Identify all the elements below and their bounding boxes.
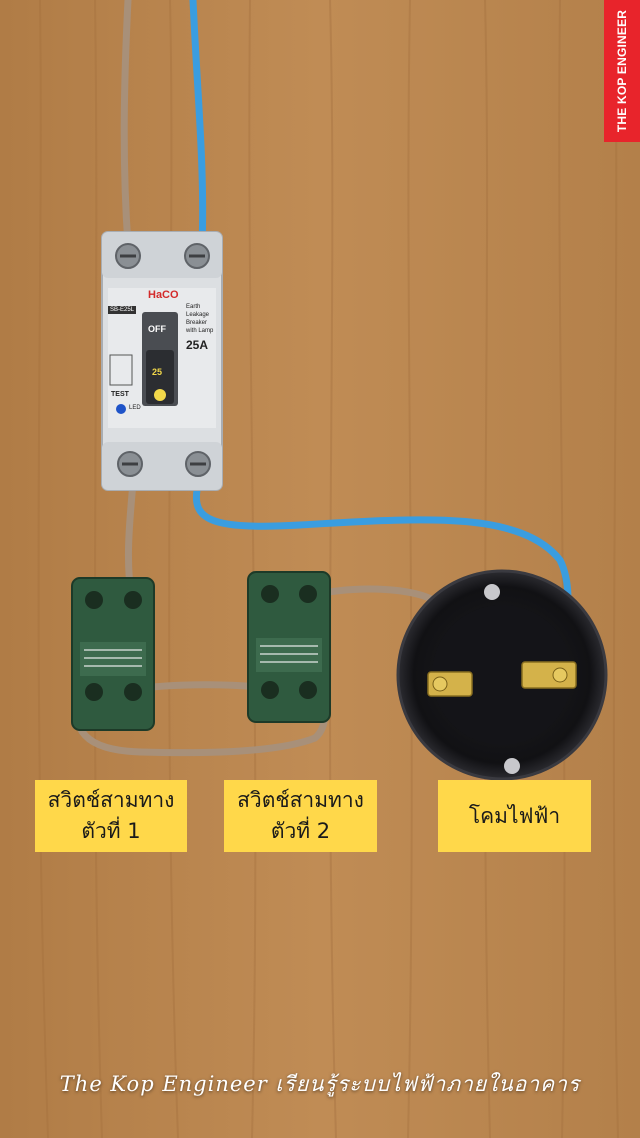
incoming-blue-wire — [189, 0, 207, 249]
lamp-socket — [396, 569, 608, 781]
mounting-hole-icon — [484, 584, 500, 600]
three-way-switch-2 — [247, 571, 331, 723]
breaker-rating: 25A — [186, 338, 209, 352]
label-lamp-text: โคมไฟฟ้า — [468, 803, 561, 828]
breaker-switch-state: OFF — [148, 324, 166, 334]
label-switch-1-text: สวิตช์สามทาง ตัวที่ 1 — [47, 788, 175, 843]
three-way-switch-1 — [71, 577, 155, 731]
label-lamp: โคมไฟฟ้า — [438, 780, 591, 852]
breaker-model: SB-E25L — [108, 306, 137, 314]
video-caption: The Kop Engineer เรียนรู้ระบบไฟฟ้าภายในอ… — [59, 1072, 581, 1096]
terminal-screw-icon — [552, 667, 568, 683]
label-switch-2-text: สวิตช์สามทาง ตัวที่ 2 — [237, 788, 364, 843]
terminal-screw-icon — [432, 676, 448, 692]
label-switch-1: สวิตช์สามทาง ตัวที่ 1 — [35, 780, 187, 852]
breaker-led-label: LED — [129, 405, 141, 411]
breaker-brand: HaCO — [148, 289, 179, 301]
breaker-description: Earth Leakage Breaker with Lamp — [186, 304, 214, 334]
incoming-brown-wire — [120, 0, 132, 249]
rcbo-breaker — [101, 231, 223, 491]
brand-tab: THE KOP ENGINEER — [604, 0, 640, 142]
breaker-switch-number: 25 — [152, 367, 163, 377]
breaker-toggle — [146, 350, 174, 404]
brand-tab-text: THE KOP ENGINEER — [615, 9, 629, 133]
label-switch-2: สวิตช์สามทาง ตัวที่ 2 — [224, 780, 377, 852]
breaker-test-label: TEST — [111, 391, 129, 398]
mounting-hole-icon — [504, 758, 520, 774]
test-button-icon — [154, 389, 166, 401]
led-indicator-icon — [116, 404, 126, 414]
